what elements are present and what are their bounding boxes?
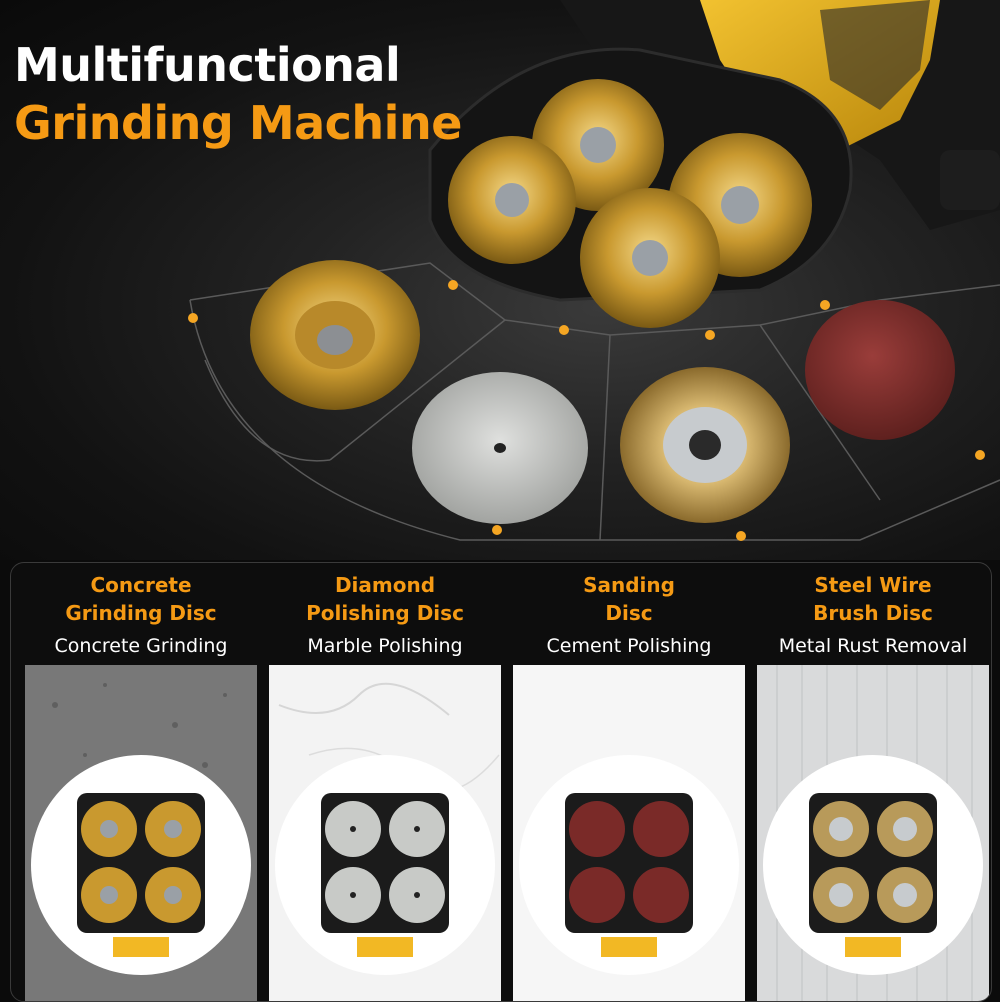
disc-name-line-2: Disc: [605, 601, 653, 625]
arc-dots: [188, 280, 985, 541]
machine-base-icon: [321, 793, 449, 957]
diamond-polishing-pad-icon: [412, 372, 588, 524]
disc-name-line-1: Sanding: [583, 573, 675, 597]
disc-card-steel-wire: Steel Wire Brush Disc Metal Rust Removal: [757, 563, 989, 1001]
disc-use: Marble Polishing: [307, 635, 463, 657]
cup-grinding-wheel-icon: [250, 260, 420, 410]
machine-base-icon: [77, 793, 205, 957]
disc-name-line-1: Diamond: [334, 573, 436, 597]
disc-use: Metal Rust Removal: [778, 635, 968, 657]
disc-use: Cement Polishing: [546, 635, 712, 657]
page-title: Multifunctional Grinding Machine: [14, 36, 462, 152]
disc-card-diamond: Diamond Polishing Disc Marble Polishing: [269, 563, 501, 1001]
disc-name-line-2: Polishing Disc: [306, 601, 464, 625]
disc-name: Diamond Polishing Disc: [269, 571, 501, 627]
disc-name-line-1: Concrete: [90, 573, 192, 597]
disc-card-sanding: Sanding Disc Cement Polishing: [513, 563, 745, 1001]
title-line-2: Grinding Machine: [14, 96, 462, 150]
concrete-surface-photo: [25, 665, 257, 1001]
machine-base-icon: [565, 793, 693, 957]
hero-section: Multifunctional Grinding Machine: [0, 0, 1000, 560]
title-line-1: Multifunctional: [14, 38, 401, 92]
disc-card-concrete: Concrete Grinding Disc Concrete Grinding: [25, 563, 257, 1001]
disc-name-line-1: Steel Wire: [814, 573, 932, 597]
wire-brush-wheel-icon: [620, 367, 790, 523]
machine-base-icon: [809, 793, 937, 957]
disc-comparison-panel: Concrete Grinding Disc Concrete Grinding: [10, 562, 992, 1002]
hero-illustration: [188, 0, 1000, 541]
sanding-disc-icon: [805, 300, 955, 440]
disc-name: Steel Wire Brush Disc: [757, 571, 989, 627]
disc-name: Sanding Disc: [513, 571, 745, 627]
disc-name-line-2: Grinding Disc: [65, 601, 217, 625]
marble-surface-photo: [269, 665, 501, 1001]
metal-surface-photo: [757, 665, 989, 1001]
disc-name: Concrete Grinding Disc: [25, 571, 257, 627]
disc-use: Concrete Grinding: [54, 635, 228, 657]
cement-surface-photo: [513, 665, 745, 1001]
machine-cup-wheels: [448, 79, 812, 328]
disc-name-line-2: Brush Disc: [813, 601, 933, 625]
